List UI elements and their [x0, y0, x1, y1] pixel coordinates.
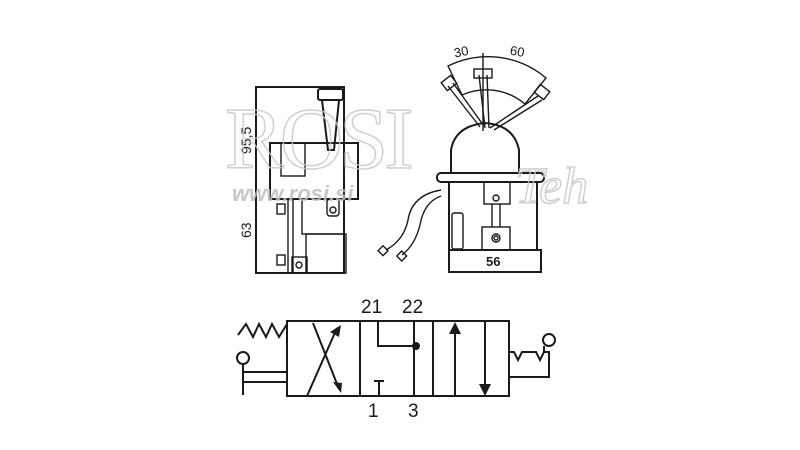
lever-knob-icon [236, 351, 250, 365]
dim-lower-label: 63 [238, 222, 254, 238]
front-dome [450, 121, 520, 173]
side-view: 95,5 63 [238, 86, 359, 274]
watermark-url: www.rosi.si [232, 181, 354, 206]
watermark: ROSI Teh www.rosi.si [224, 90, 589, 216]
base-width-label: 56 [486, 254, 500, 269]
valve-block [286, 320, 510, 397]
side-inner-window [280, 142, 306, 177]
watermark-suffix: Teh [515, 158, 588, 215]
hydraulic-symbol: 21 22 1 3 [236, 297, 556, 422]
front-view: 30 60 56 [377, 43, 551, 273]
port-path-21 [377, 321, 416, 347]
wire-2 [401, 195, 442, 256]
port-1-label: 1 [368, 401, 379, 422]
port-3-label: 3 [408, 401, 419, 422]
dim-upper-label: 95,5 [238, 127, 254, 154]
port-21-label: 21 [361, 297, 382, 318]
side-terminal-top [276, 203, 286, 215]
cross-arrow-1 [306, 327, 338, 397]
watermark-brand: ROSI [225, 91, 411, 188]
spring-icon [237, 321, 288, 340]
side-lever-shaft [321, 99, 340, 151]
detent-icon [509, 351, 550, 378]
port-22-label: 22 [402, 297, 423, 318]
detent-knob-icon [542, 333, 556, 347]
angle-60-label: 60 [509, 43, 526, 60]
side-terminal-bottom [276, 254, 286, 266]
side-lever-knob [317, 88, 344, 101]
wire-1 [385, 189, 442, 251]
angle-30-label: 30 [453, 43, 470, 61]
front-base [448, 249, 542, 273]
cross-arrow-2 [312, 322, 340, 390]
